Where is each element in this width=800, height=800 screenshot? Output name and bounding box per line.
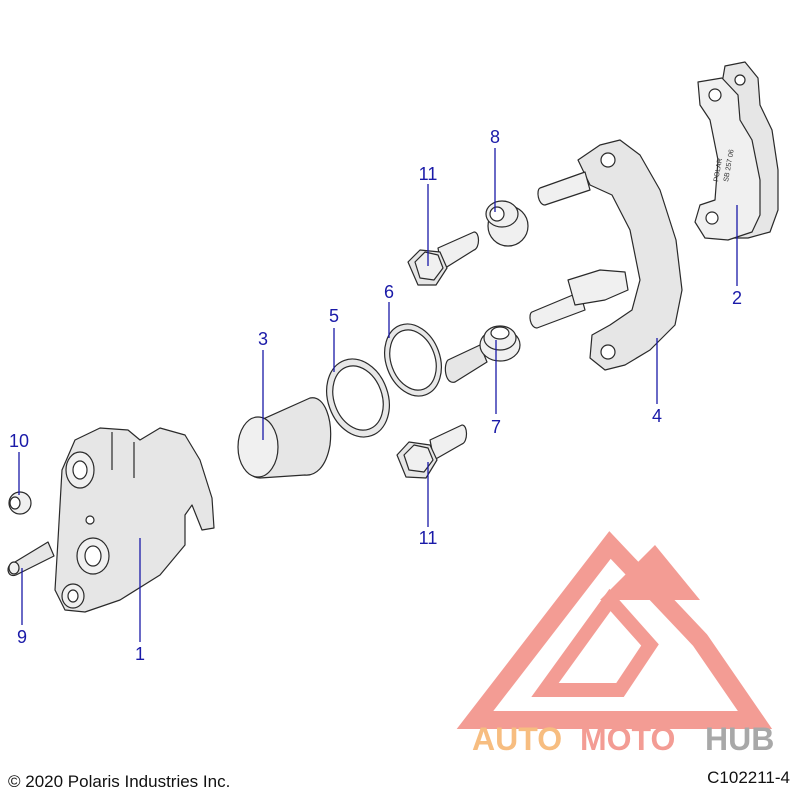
part-bolt-lower (396, 424, 468, 479)
callout-8: 8 (490, 127, 500, 147)
callout-2: 2 (732, 288, 742, 308)
callout-11-lower: 11 (419, 528, 438, 548)
part-caliper-housing (54, 427, 215, 613)
part-caliper-bracket (529, 139, 683, 371)
copyright-text: © 2020 Polaris Industries Inc. (8, 772, 231, 791)
part-brake-pads: SB 257 06 POLAR (694, 61, 779, 241)
callout-7: 7 (491, 417, 501, 437)
callout-5: 5 (329, 306, 339, 326)
part-bolt-upper (407, 231, 480, 286)
diagram-code: C102211-4 (707, 768, 790, 787)
logo-text-auto: AUTO (472, 721, 562, 757)
callout-6: 6 (384, 282, 394, 302)
leader-lines (18, 148, 738, 642)
part-bushing (485, 200, 529, 247)
part-piston-seal (326, 358, 390, 438)
callout-3: 3 (258, 329, 268, 349)
part-piston (237, 397, 332, 479)
callout-9: 9 (17, 627, 27, 647)
logo-text-hub: HUB (705, 721, 774, 757)
logo-text-moto: MOTO (580, 721, 675, 757)
pad-marking-line2: POLAR (713, 158, 724, 183)
callout-1: 1 (135, 644, 145, 664)
callout-10: 10 (9, 431, 29, 451)
part-slide-pin-boot (444, 325, 521, 383)
callout-4: 4 (652, 406, 662, 426)
part-bleeder-screw (7, 541, 55, 577)
part-dust-seal (384, 323, 442, 397)
automotohub-logo: AUTO MOTO HUB (456, 531, 774, 757)
part-bleeder-cap (8, 491, 32, 515)
callout-11-upper: 11 (419, 164, 438, 184)
